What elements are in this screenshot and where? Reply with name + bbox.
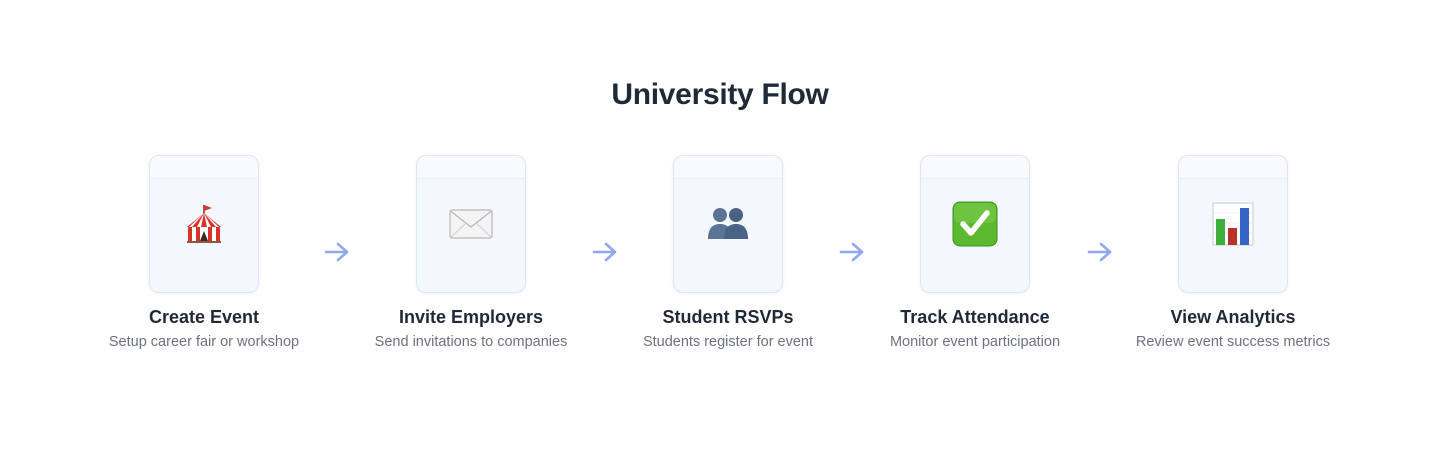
step-description: Students register for event [642,334,814,350]
step-card[interactable] [149,155,259,293]
circus-tent-icon [180,200,228,248]
step-view-analytics: View Analytics Review event success metr… [1103,155,1363,350]
arrow-right-icon [839,242,864,262]
step-track-attendance: Track Attendance Monitor event participa… [845,155,1105,350]
envelope-icon [447,200,495,248]
step-label: Invite Employers [398,307,544,327]
bar-chart-icon [1209,200,1257,248]
arrow-right-icon [592,242,617,262]
step-label: View Analytics [1170,307,1296,327]
step-description: Send invitations to companies [374,334,568,350]
step-label: Track Attendance [900,307,1050,327]
step-description: Monitor event participation [889,334,1061,350]
arrow-right-icon [324,242,349,262]
step-student-rsvps: Student RSVPs Students register for even… [598,155,858,350]
step-card[interactable] [673,155,783,293]
step-label: Student RSVPs [662,307,794,327]
step-card[interactable] [416,155,526,293]
step-description: Setup career fair or workshop [108,334,300,350]
step-card[interactable] [920,155,1030,293]
step-label: Create Event [148,307,260,327]
step-description: Review event success metrics [1135,334,1331,350]
people-icon [704,200,752,248]
step-create-event: Create Event Setup career fair or worksh… [74,155,334,350]
step-invite-employers: Invite Employers Send invitations to com… [341,155,601,350]
check-mark-icon [951,200,999,248]
arrow-right-icon [1087,242,1112,262]
page-title: University Flow [611,78,829,111]
step-card[interactable] [1178,155,1288,293]
